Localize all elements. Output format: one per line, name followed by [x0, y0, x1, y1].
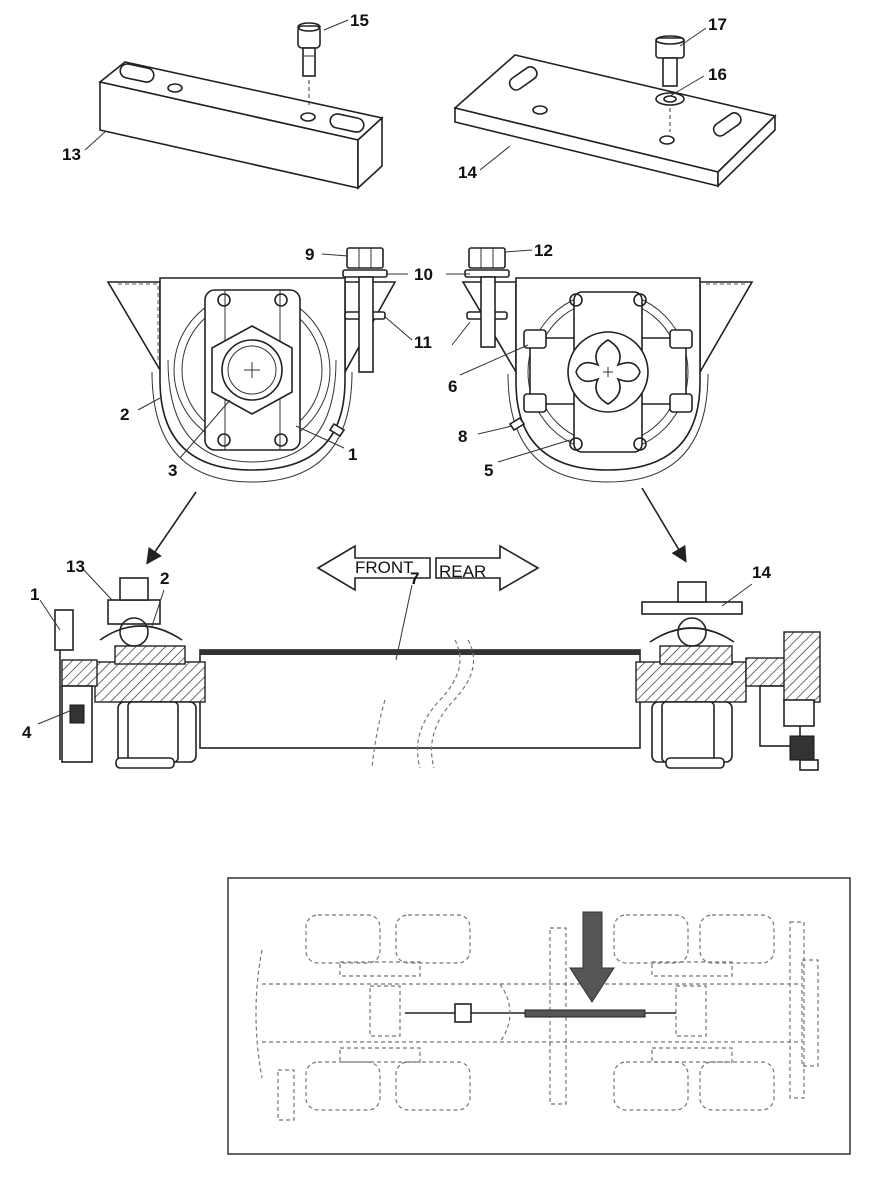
leader-lines	[37, 19, 753, 725]
hex-bolt	[655, 35, 685, 87]
callout-10: 10	[414, 265, 433, 284]
spacer-plate-rear	[453, 54, 777, 188]
mounting-bolt-left	[342, 247, 388, 373]
spacer-block-front	[98, 61, 384, 190]
callout-2-assembly: 2	[160, 569, 169, 588]
callout-16: 16	[708, 65, 727, 84]
callout-9: 9	[305, 245, 314, 264]
callout-13-top: 13	[62, 145, 81, 164]
direction-arrow: FRONT REAR	[316, 544, 540, 592]
location-indicator-arrow	[569, 911, 615, 1003]
vehicle-locator-inset	[227, 877, 851, 1155]
callout-1-assembly: 1	[30, 585, 39, 604]
mounting-bolt-right	[464, 247, 510, 348]
pointer-arrow-rear	[641, 487, 687, 563]
callout-13-assembly: 13	[66, 557, 85, 576]
callout-12: 12	[534, 241, 553, 260]
callout-2-top: 2	[120, 405, 129, 424]
callout-11: 11	[414, 333, 432, 352]
callout-14-top: 14	[458, 163, 477, 182]
pointer-arrow-front	[146, 491, 197, 565]
callout-17: 17	[708, 15, 727, 34]
carrier-bearing-rear-view	[461, 277, 754, 483]
driveshaft-assembly	[54, 577, 821, 771]
callout-15: 15	[350, 11, 369, 30]
callout-8: 8	[458, 427, 467, 446]
cap-screw	[297, 22, 321, 108]
callout-1-top: 1	[348, 445, 357, 464]
callout-7: 7	[410, 569, 419, 588]
callout-5: 5	[484, 461, 493, 480]
carrier-bearing-front-view	[106, 277, 397, 483]
callout-4: 4	[22, 723, 32, 742]
callout-3: 3	[168, 461, 177, 480]
callout-6: 6	[448, 377, 457, 396]
front-label: FRONT	[355, 558, 414, 577]
callout-14-assembly: 14	[752, 563, 771, 582]
callout-labels: 15 13 17 16 14 9 10 12 11 2 3 1 6 8 5 13…	[22, 11, 771, 742]
rear-label: REAR	[439, 562, 486, 581]
